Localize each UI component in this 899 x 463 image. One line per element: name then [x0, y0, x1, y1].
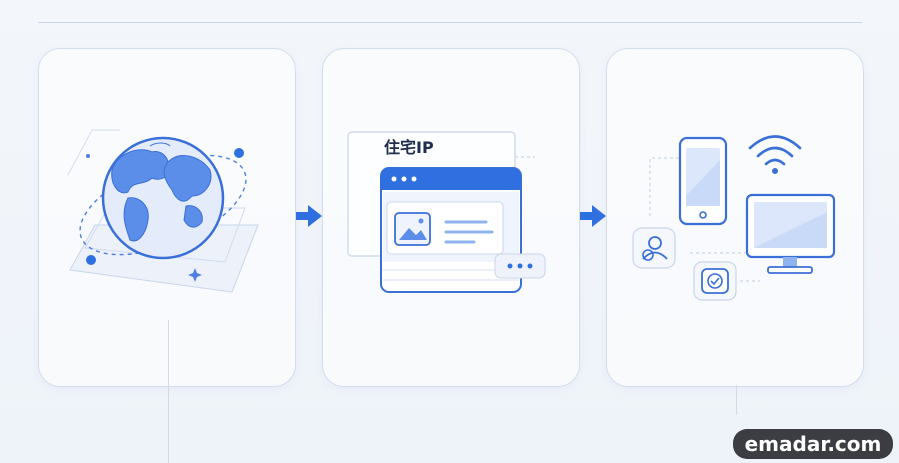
arrow-right-icon — [580, 205, 606, 227]
orbit-dot-icon — [86, 255, 96, 265]
monitor-icon — [745, 193, 836, 274]
wifi-icon — [748, 135, 802, 174]
more-dots-icon — [494, 253, 546, 279]
top-divider — [38, 22, 862, 23]
globe-icon — [101, 136, 225, 260]
smartphone-icon — [678, 136, 728, 226]
connector-line — [736, 385, 737, 415]
connector-line — [168, 320, 169, 463]
orbit-dot-icon — [86, 154, 90, 158]
residential-ip-label: 住宅IP — [384, 138, 434, 157]
watermark-logo: emadar.com — [733, 429, 893, 459]
orbit-dot-icon — [234, 148, 244, 158]
check-badge-icon — [693, 261, 737, 301]
user-icon — [632, 227, 676, 269]
sparkle-icon — [188, 268, 202, 282]
image-icon — [394, 212, 431, 246]
arrow-right-icon — [296, 205, 322, 227]
